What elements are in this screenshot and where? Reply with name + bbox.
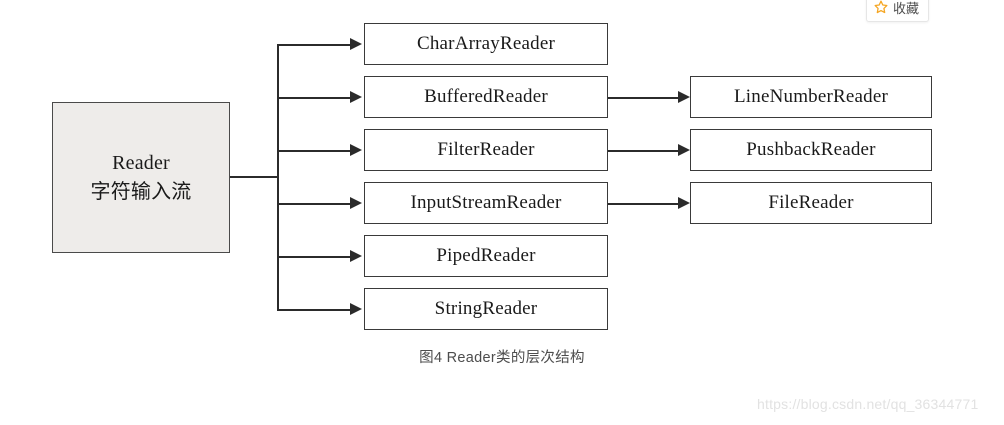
- node-label: PipedReader: [436, 245, 536, 266]
- favorite-label: 收藏: [893, 1, 920, 16]
- arrowhead-branch-6: [350, 303, 362, 315]
- arrowhead-branch-1: [350, 38, 362, 50]
- node-label: CharArrayReader: [416, 33, 556, 54]
- node-label: PushbackReader: [746, 139, 876, 160]
- node-label: InputStreamReader: [410, 192, 562, 213]
- node-label: LineNumberReader: [733, 86, 889, 107]
- node-reader-title: Reader: [112, 151, 170, 174]
- figure-caption: 图4 Reader类的层次结构: [419, 350, 585, 366]
- star-icon: [874, 0, 888, 16]
- connector-branch-2: [277, 97, 350, 99]
- node-string-reader[interactable]: StringReader: [364, 288, 608, 330]
- watermark-text: https://blog.csdn.net/qq_36344771: [757, 396, 979, 412]
- node-line-number-reader[interactable]: LineNumberReader: [690, 76, 932, 118]
- connector-branch-4: [277, 203, 350, 205]
- connector-inputstream-to-file: [608, 203, 678, 205]
- connector-buffered-to-linenumber: [608, 97, 678, 99]
- node-file-reader[interactable]: FileReader: [690, 182, 932, 224]
- connector-root-stub: [230, 176, 277, 178]
- node-reader-subtitle: 字符输入流: [90, 180, 192, 203]
- arrowhead-branch-2: [350, 91, 362, 103]
- connector-branch-6: [277, 309, 350, 311]
- arrowhead-branch-3: [350, 144, 362, 156]
- node-input-stream-reader[interactable]: InputStreamReader: [364, 182, 608, 224]
- connector-branch-5: [277, 256, 350, 258]
- node-piped-reader[interactable]: PipedReader: [364, 235, 608, 277]
- arrowhead-linenumber: [678, 91, 690, 103]
- arrowhead-branch-5: [350, 250, 362, 262]
- node-buffered-reader[interactable]: BufferedReader: [364, 76, 608, 118]
- arrowhead-branch-4: [350, 197, 362, 209]
- node-label: StringReader: [434, 298, 538, 319]
- node-pushback-reader[interactable]: PushbackReader: [690, 129, 932, 171]
- node-label: FileReader: [768, 192, 854, 213]
- node-char-array-reader[interactable]: CharArrayReader: [364, 23, 608, 65]
- node-label: BufferedReader: [424, 86, 548, 107]
- node-reader[interactable]: Reader 字符输入流: [52, 102, 230, 253]
- connector-branch-1: [277, 44, 350, 46]
- connector-filter-to-pushback: [608, 150, 678, 152]
- connector-branch-3: [277, 150, 350, 152]
- connector-trunk: [277, 44, 279, 311]
- node-filter-reader[interactable]: FilterReader: [364, 129, 608, 171]
- arrowhead-file: [678, 197, 690, 209]
- arrowhead-pushback: [678, 144, 690, 156]
- node-label: FilterReader: [437, 139, 535, 160]
- favorite-button[interactable]: 收藏: [866, 0, 930, 22]
